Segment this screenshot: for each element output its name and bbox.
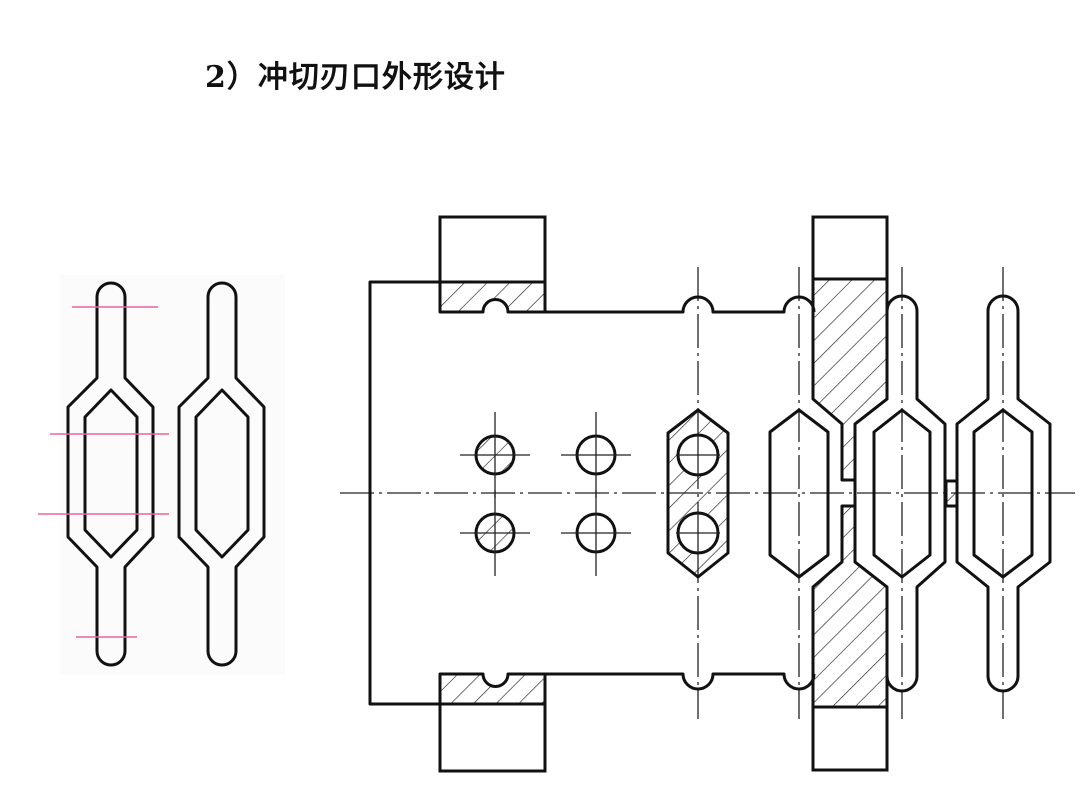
die-block-bottom <box>811 705 889 772</box>
guide-block-bottom <box>438 702 547 773</box>
left-figure-background <box>60 275 285 675</box>
station-2-part-outline <box>853 294 947 693</box>
strip-carrier-outline <box>368 280 816 706</box>
strip-layout-figure <box>340 215 1075 773</box>
part-outline-figure <box>38 281 266 667</box>
part-outer-contour <box>177 281 266 667</box>
station-3-inner-hexagon <box>972 408 1034 579</box>
connecting-bridge-section <box>944 479 959 508</box>
part-inner-hexagon <box>194 388 250 559</box>
cutting-die-section-bottom <box>811 504 889 709</box>
guide-block-top <box>438 215 547 284</box>
section-title: 2）冲切刃口外形设计 <box>205 60 506 95</box>
die-block-top <box>811 215 889 281</box>
station-3-part-outline <box>955 294 1052 693</box>
cutting-die-section-top <box>811 277 889 482</box>
guide-block-bottom-section <box>438 672 547 706</box>
part-inner-hexagon <box>83 388 139 559</box>
guide-block-top-section <box>438 280 547 314</box>
station-2-inner-hexagon <box>872 408 932 579</box>
part-outer-contour <box>66 281 155 667</box>
station-1-hexagon-cutout <box>768 408 830 579</box>
